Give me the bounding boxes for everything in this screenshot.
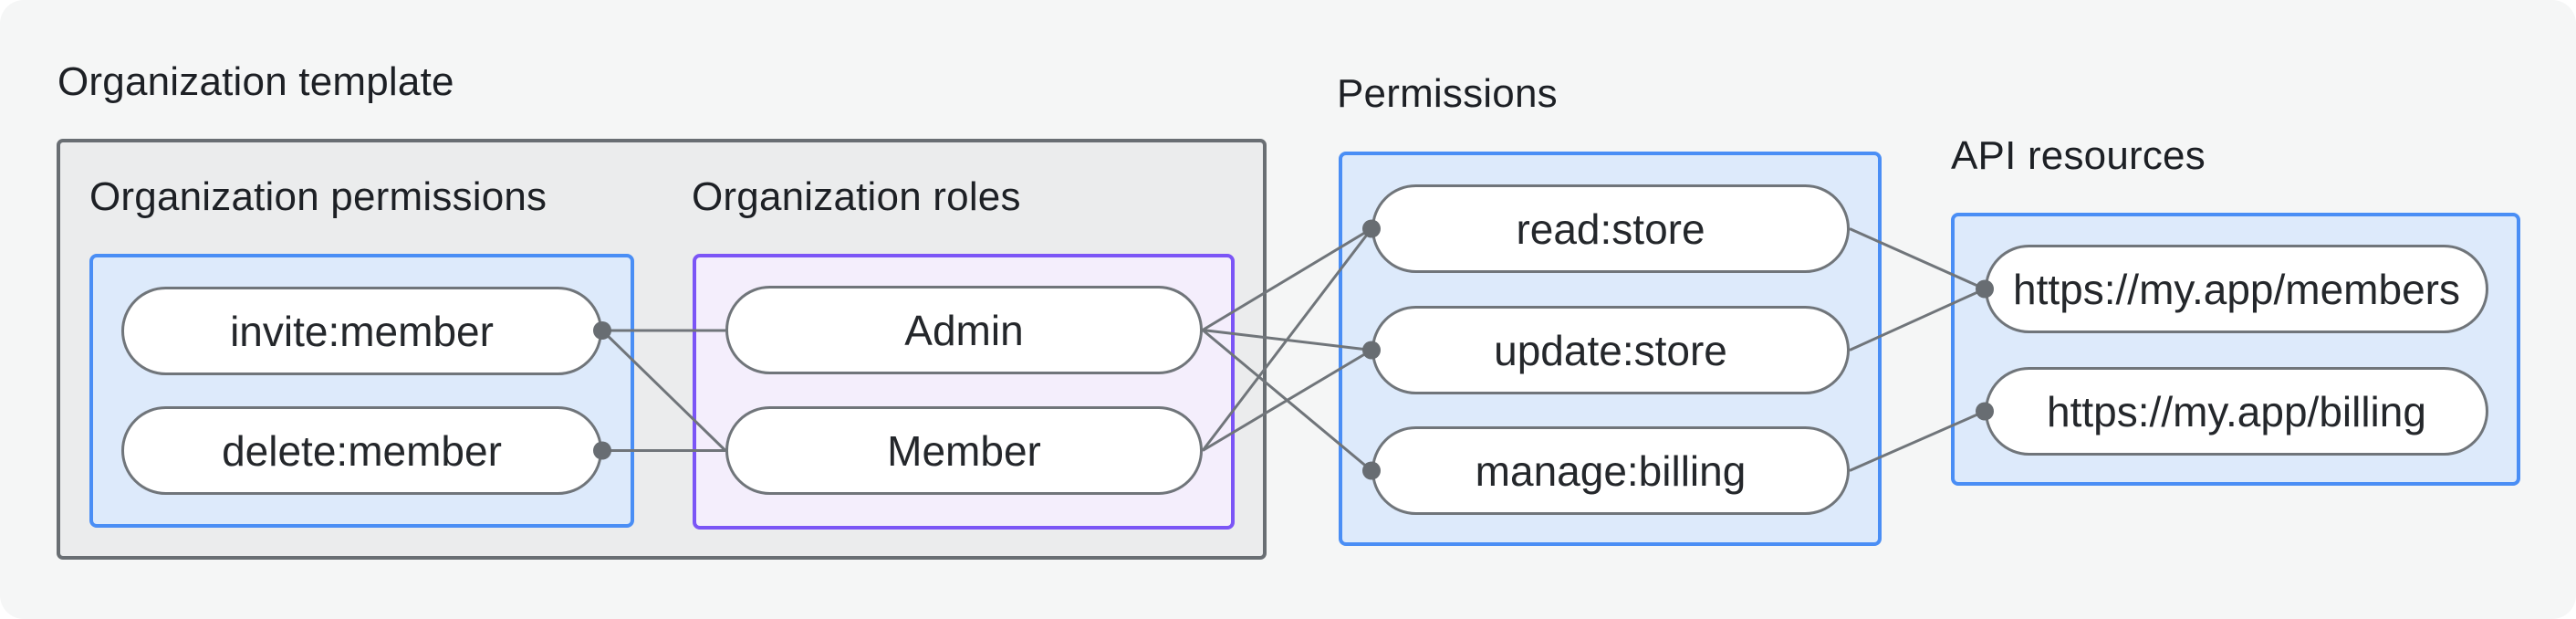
node-members-resource: https://my.app/members [1985,245,2488,333]
node-delete-member: delete:member [121,406,602,495]
organization-permissions-label: Organization permissions [89,174,548,219]
organization-template-title: Organization template [57,59,454,104]
node-member: Member [725,406,1203,495]
node-admin: Admin [725,286,1203,374]
node-invite-member: invite:member [121,287,602,375]
node-billing-resource: https://my.app/billing [1985,367,2488,456]
node-manage-billing: manage:billing [1371,426,1850,515]
api-resources-label: API resources [1951,133,2206,178]
node-update-store: update:store [1371,306,1850,394]
organization-roles-label: Organization roles [692,174,1021,219]
node-read-store: read:store [1371,184,1850,273]
permissions-label: Permissions [1337,71,1558,116]
